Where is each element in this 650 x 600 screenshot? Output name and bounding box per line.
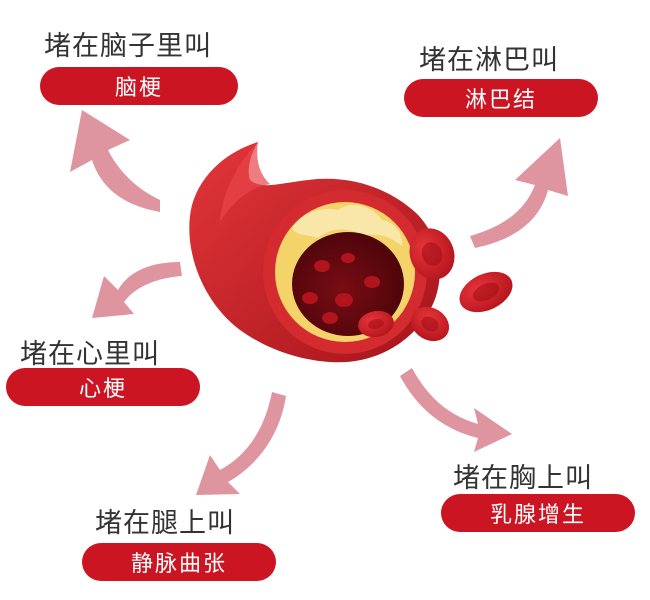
brain-heading: 堵在脑子里叫 bbox=[44, 31, 212, 62]
arrow-to-chest bbox=[400, 368, 512, 452]
arrow-to-heart bbox=[92, 262, 182, 318]
heart-heading: 堵在心里叫 bbox=[20, 339, 160, 370]
lymph-heading: 堵在淋巴叫 bbox=[419, 45, 559, 76]
blood-vessel bbox=[189, 142, 440, 363]
arrow-to-brain bbox=[70, 110, 160, 212]
brain-condition-pill: 脑梗 bbox=[40, 67, 238, 105]
leg-condition-pill: 静脉曲张 bbox=[82, 543, 276, 581]
chest-condition-pill: 乳腺增生 bbox=[441, 494, 635, 532]
lymph-condition-pill: 淋巴结 bbox=[404, 79, 598, 117]
leg-heading: 堵在腿上叫 bbox=[95, 508, 235, 539]
arrow-to-leg bbox=[196, 392, 286, 495]
heart-condition-pill: 心梗 bbox=[6, 368, 200, 406]
red-blood-cells bbox=[358, 228, 513, 342]
arrow-to-lymph bbox=[470, 138, 568, 248]
chest-heading: 堵在胸上叫 bbox=[453, 463, 593, 494]
